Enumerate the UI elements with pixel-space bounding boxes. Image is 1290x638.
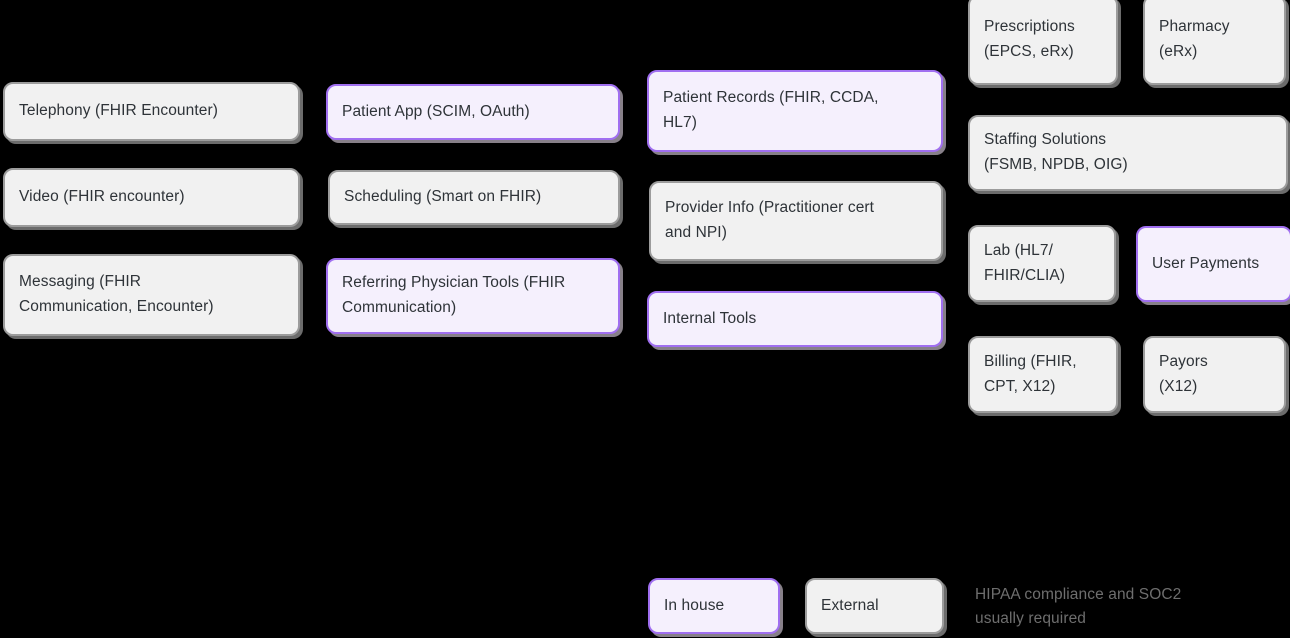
node-provider-info[interactable]: Provider Info (Practitioner cert and NPI… [649,181,943,261]
legend-item-in-house[interactable]: In house [648,578,780,634]
node-scheduling[interactable]: Scheduling (Smart on FHIR) [328,170,620,225]
node-user-payments[interactable]: User Payments [1136,226,1290,302]
node-label: Internal Tools [663,309,757,327]
legend-label: External [821,596,879,614]
legend-note: HIPAA compliance and SOC2 usually requir… [975,586,1182,628]
node-billing[interactable]: Billing (FHIR, CPT, X12) [968,336,1118,413]
node-lab[interactable]: Lab (HL7/ FHIR/CLIA) [968,225,1116,302]
node-label: Messaging (FHIR Communication, Encounter… [19,273,214,315]
node-label: Pharmacy (eRx) [1159,18,1230,60]
legend-item-external[interactable]: External [805,578,944,634]
node-label: Prescriptions (EPCS, eRx) [984,18,1075,60]
node-label: Telephony (FHIR Encounter) [19,102,219,120]
node-video[interactable]: Video (FHIR encounter) [3,168,300,227]
node-label: User Payments [1152,254,1260,272]
node-label: Lab (HL7/ FHIR/CLIA) [984,241,1066,284]
node-referring-physician-tools[interactable]: Referring Physician Tools (FHIR Communic… [326,258,620,334]
node-patient-records[interactable]: Patient Records (FHIR, CCDA, HL7) [647,70,943,152]
node-label: Payors (X12) [1159,352,1208,395]
node-label: Video (FHIR encounter) [19,188,185,206]
node-pharmacy[interactable]: Pharmacy (eRx) [1143,0,1286,85]
node-payors[interactable]: Payors (X12) [1143,336,1286,413]
node-label: Referring Physician Tools (FHIR Communic… [342,274,566,316]
node-prescriptions[interactable]: Prescriptions (EPCS, eRx) [968,0,1118,85]
node-label: Provider Info (Practitioner cert and NPI… [665,199,875,241]
node-label: Patient Records (FHIR, CCDA, HL7) [663,89,879,131]
node-telephony[interactable]: Telephony (FHIR Encounter) [3,82,300,141]
node-label: Billing (FHIR, CPT, X12) [984,352,1077,395]
node-label: Patient App (SCIM, OAuth) [342,102,530,120]
node-internal-tools[interactable]: Internal Tools [647,291,943,347]
legend-label: In house [664,596,725,614]
node-messaging[interactable]: Messaging (FHIR Communication, Encounter… [3,254,300,336]
node-patient-app[interactable]: Patient App (SCIM, OAuth) [326,84,620,140]
node-staffing-solutions[interactable]: Staffing Solutions (FSMB, NPDB, OIG) [968,115,1288,191]
node-label: Scheduling (Smart on FHIR) [344,188,542,206]
node-label: Staffing Solutions (FSMB, NPDB, OIG) [984,131,1128,173]
